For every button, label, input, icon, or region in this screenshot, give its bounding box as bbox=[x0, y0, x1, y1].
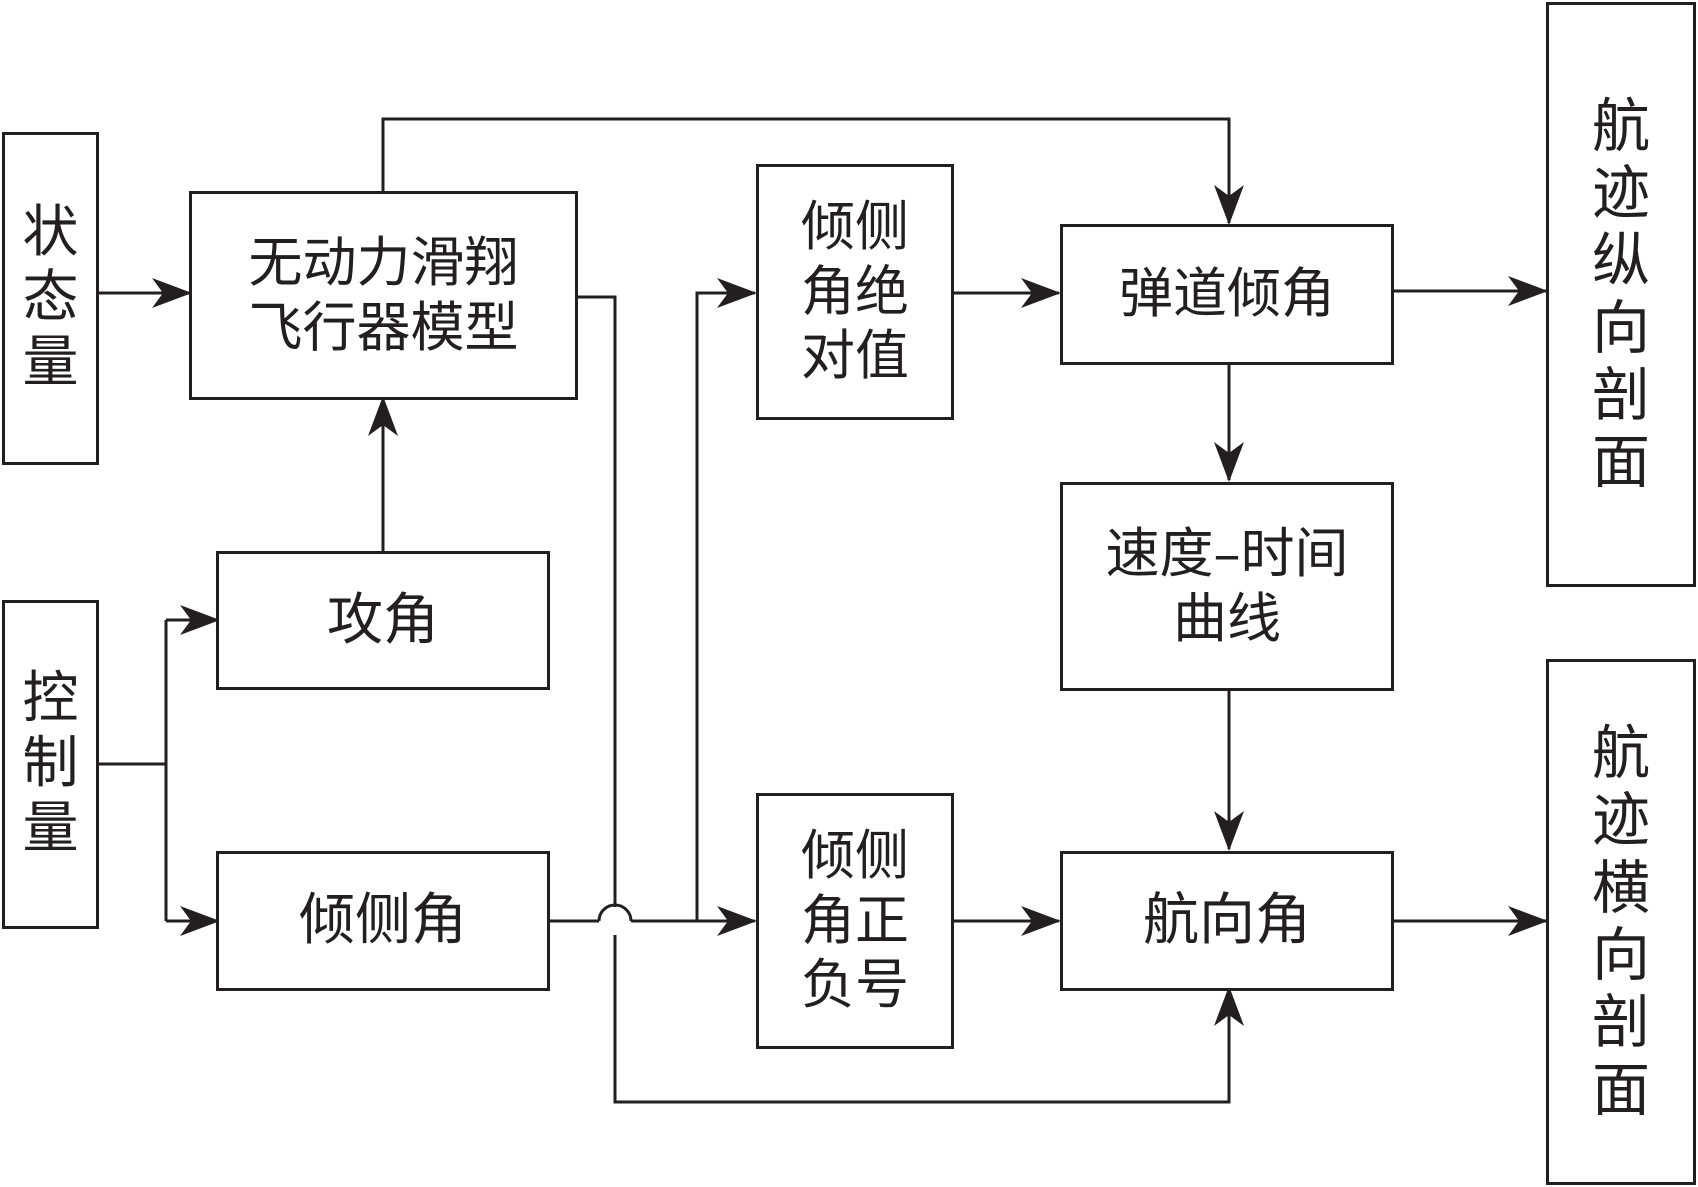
edge-model-to-flightpath bbox=[381, 117, 1244, 225]
edge-model-to-heading bbox=[576, 295, 617, 907]
flight-path-angle-label: 弹道倾角 bbox=[1119, 262, 1335, 326]
control-node: 控 制 量 bbox=[2, 600, 99, 929]
model-node: 无动力滑翔 飞行器模型 bbox=[189, 191, 578, 400]
lateral-profile-node: 航 迹 横 向 剖 面 bbox=[1546, 659, 1696, 1185]
lateral-profile-label: 航 迹 横 向 剖 面 bbox=[1591, 719, 1650, 1124]
edge-jump-arc bbox=[597, 903, 633, 922]
bank-abs-label: 倾侧 角绝 对值 bbox=[801, 194, 909, 388]
flight-path-angle-node: 弹道倾角 bbox=[1060, 224, 1394, 365]
longitudinal-profile-node: 航 迹 纵 向 剖 面 bbox=[1546, 2, 1696, 587]
bank-abs-node: 倾侧 角绝 对值 bbox=[756, 164, 954, 420]
heading-angle-label: 航向角 bbox=[1143, 888, 1311, 954]
bank-label: 倾侧角 bbox=[299, 888, 467, 954]
velocity-time-node: 速度–时间 曲线 bbox=[1060, 482, 1394, 691]
heading-angle-node: 航向角 bbox=[1060, 851, 1394, 991]
velocity-time-label: 速度–时间 曲线 bbox=[1105, 521, 1349, 650]
control-label: 控 制 量 bbox=[22, 666, 79, 861]
aoa-label: 攻角 bbox=[327, 587, 439, 653]
model-label: 无动力滑翔 飞行器模型 bbox=[248, 230, 519, 359]
longitudinal-profile-label: 航 迹 纵 向 剖 面 bbox=[1591, 91, 1650, 497]
edge-bank-to-abs bbox=[695, 278, 757, 921]
edge-model-bottom-loop bbox=[613, 935, 1244, 1104]
state-node: 状 态 量 bbox=[2, 132, 99, 465]
state-label: 状 态 量 bbox=[22, 200, 79, 395]
bank-node: 倾侧角 bbox=[216, 851, 550, 991]
bank-sign-node: 倾侧 角正 负号 bbox=[756, 793, 954, 1049]
bank-sign-label: 倾侧 角正 负号 bbox=[801, 823, 909, 1017]
aoa-node: 攻角 bbox=[216, 551, 550, 690]
